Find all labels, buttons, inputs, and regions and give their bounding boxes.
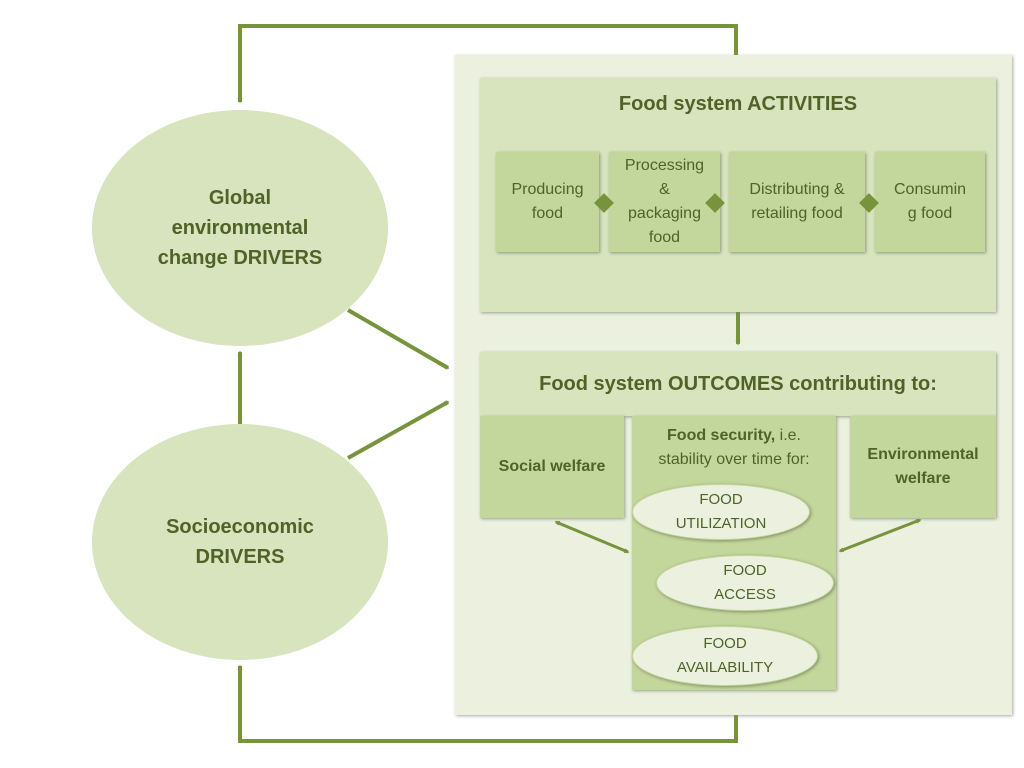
food-utilization-line: FOOD: [699, 491, 743, 508]
food-security-text: Food security, i.e. stability over time …: [632, 424, 836, 472]
food-availability-line: AVAILABILITY: [676, 659, 774, 676]
activity-label-line: food: [648, 229, 681, 246]
food-access-line: FOOD: [723, 562, 767, 579]
social-security-link-arrow: [554, 520, 630, 554]
activity-processing-packaging: Processing & packaging food: [609, 152, 720, 252]
outcomes-title: Food system OUTCOMES contributing to:: [480, 352, 996, 416]
activity-label-line: Consumin: [893, 181, 967, 198]
feedback-arrow-bottom: [237, 664, 738, 743]
food-access-ellipse: FOOD ACCESS: [656, 555, 834, 611]
social-welfare-box: Social welfare: [480, 416, 624, 518]
food-security-lead: Food security,: [667, 427, 776, 444]
environmental-welfare-line: welfare: [895, 470, 951, 487]
global-drivers-line: Global: [208, 187, 272, 209]
activity-label-line: Processing: [624, 157, 705, 174]
environmental-welfare-box: Environmental welfare: [850, 416, 996, 518]
activity-label-line: g food: [907, 205, 953, 222]
activities-title: Food system ACTIVITIES: [618, 92, 858, 115]
food-utilization-line: UTILIZATION: [675, 515, 767, 532]
activity-label-line: Producing: [511, 181, 584, 198]
activity-label-line: &: [659, 181, 670, 198]
environmental-welfare-line: Environmental: [867, 446, 979, 463]
global-drivers-line: environmental: [171, 217, 309, 239]
food-utilization-ellipse: FOOD UTILIZATION: [632, 484, 810, 540]
socioeconomic-drivers-line: DRIVERS: [195, 546, 285, 568]
food-security-line2: stability over time for:: [658, 451, 810, 468]
feedback-arrow-top: [237, 24, 738, 104]
environmental-security-link-arrow: [838, 518, 922, 553]
socioeconomic-drivers-ellipse: Socioeconomic DRIVERS: [92, 424, 388, 660]
activity-label-line: retailing food: [751, 205, 843, 222]
food-access-line: ACCESS: [714, 586, 776, 603]
activity-label-line: food: [531, 205, 564, 222]
food-availability-ellipse: FOOD AVAILABILITY: [632, 626, 818, 686]
activity-label-line: Distributing &: [749, 181, 845, 198]
socio-to-panel-arrow: [347, 400, 450, 460]
food-availability-line: FOOD: [703, 635, 747, 652]
global-environmental-drivers-ellipse: Global environmental change DRIVERS: [92, 110, 388, 346]
activity-label-line: packaging: [628, 205, 701, 222]
global-to-panel-arrow: [346, 308, 450, 370]
activity-distributing-retailing: Distributing & retailing food: [729, 152, 865, 252]
food-security-rest: i.e.: [775, 427, 801, 444]
socioeconomic-drivers-line: Socioeconomic: [166, 516, 314, 538]
global-drivers-line: change DRIVERS: [157, 247, 323, 269]
activity-producing-food: Producing food: [496, 152, 599, 252]
activity-consuming-food: Consumin g food: [875, 152, 985, 252]
